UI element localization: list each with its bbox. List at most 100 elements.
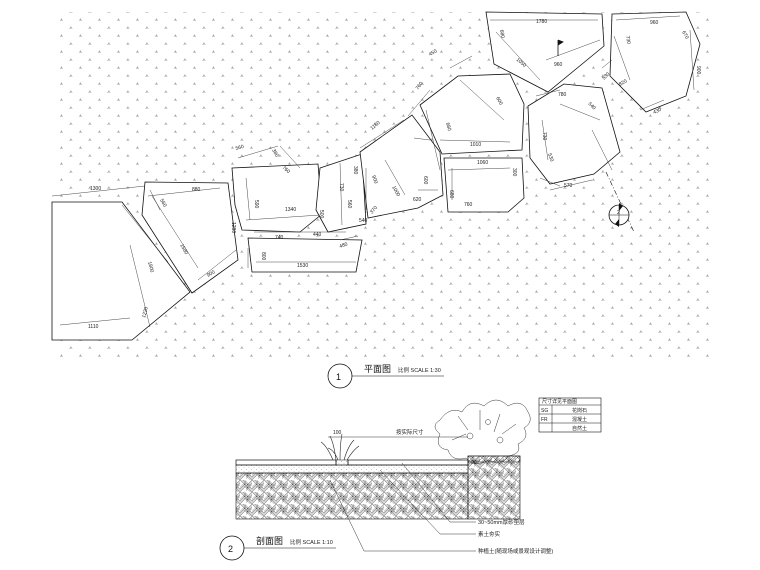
dim-730c: 730	[541, 132, 547, 141]
legend-name-3: 自然土	[572, 425, 587, 432]
dim-590: 590	[253, 200, 259, 209]
stepping-stones	[51, 11, 701, 341]
dimension-lines	[51, 15, 695, 328]
dim-380b: 380	[352, 166, 358, 175]
legend-header: 尺寸详见平面图	[542, 398, 577, 405]
shrub-icon	[434, 399, 531, 464]
dim-1780: 1780	[536, 19, 547, 25]
dim-680b: 680	[448, 190, 454, 199]
stone-4	[247, 237, 363, 273]
dim-1110: 1110	[88, 324, 99, 330]
dim-530b: 530	[546, 153, 555, 163]
section-top-dimension: 100 按实际尺寸	[328, 428, 468, 438]
section-title: 剖面图	[256, 535, 283, 546]
dim-1060: 1060	[477, 160, 488, 166]
dim-600a: 600	[422, 176, 428, 185]
dim-540a: 540	[359, 218, 368, 224]
compacted-soil	[235, 472, 469, 520]
paving-right	[347, 459, 469, 466]
callout-leaders	[329, 462, 476, 552]
flag-icon	[557, 39, 564, 56]
plan-title: 平面图	[364, 364, 391, 374]
dim-740: 740	[275, 235, 284, 241]
sand-layer	[235, 464, 469, 474]
dim-760b: 760	[415, 81, 425, 91]
plan-number: 1	[336, 372, 341, 382]
dim-1160: 1160	[369, 120, 381, 132]
dim-530a: 530	[601, 71, 611, 81]
dim-730a: 730	[338, 183, 344, 192]
legend-name-2: 混凝土	[572, 416, 587, 423]
planting-edge	[467, 455, 521, 463]
dim-670: 670	[680, 30, 689, 40]
stone-8	[443, 157, 525, 213]
callout-sand: 30~50mm厚砂垫层	[478, 518, 525, 526]
dimension-labels: 1300 1110 1220 1800 560 880 1580 900 560…	[88, 19, 701, 330]
dim-560a: 560	[158, 198, 167, 208]
section-number: 2	[228, 544, 233, 554]
dim-450: 450	[428, 48, 438, 57]
callout-compact: 素土夯实	[478, 530, 501, 538]
dim-540b: 540	[587, 101, 597, 111]
dim-800a: 800	[260, 252, 266, 261]
section-note-top: 按实际尺寸	[396, 428, 424, 436]
dim-570: 570	[564, 183, 573, 189]
plan-scale: 比例 SCALE 1:30	[398, 366, 441, 374]
plan-title-block: 1 平面图 比例 SCALE 1:30	[327, 363, 444, 389]
dim-380a: 380	[270, 148, 279, 158]
dim-1000: 1000	[390, 185, 401, 198]
section-dim-30: 30	[471, 460, 477, 466]
dim-760c: 760	[464, 202, 473, 208]
section-marker-number: 2	[617, 210, 620, 216]
legend-code-2: FR	[541, 417, 548, 423]
dim-440: 440	[313, 232, 322, 238]
dim-600b: 600	[494, 96, 503, 106]
stone-2	[141, 181, 239, 294]
dim-1010: 1010	[470, 142, 481, 148]
dim-820: 820	[618, 78, 628, 87]
soil-gap	[335, 459, 349, 466]
section-dim-100: 100	[333, 430, 342, 436]
dim-900b: 900	[370, 175, 379, 185]
dim-1300: 1300	[90, 186, 101, 192]
dim-370: 370	[369, 205, 379, 215]
dim-560b: 560	[235, 144, 245, 152]
callout-planting: 种植土(随现场或景观设计调整)	[478, 547, 553, 555]
dim-620: 620	[413, 197, 422, 203]
dim-560c: 560	[346, 200, 352, 209]
dim-1340: 1340	[285, 207, 296, 213]
plan-view: 1300 1110 1220 1800 560 880 1580 900 560…	[51, 11, 712, 389]
stone-3	[231, 163, 323, 233]
legend-code-1: SG	[541, 408, 548, 414]
stone-6	[359, 114, 444, 219]
dim-1050: 1050	[515, 57, 528, 69]
planting-soil	[467, 455, 521, 520]
dim-680c: 680	[498, 29, 505, 38]
dim-1220: 1220	[141, 306, 150, 319]
stone-11	[609, 11, 701, 113]
dim-880: 880	[192, 187, 201, 193]
grass-tuft-icon	[320, 433, 360, 461]
dim-960a: 960	[554, 62, 563, 68]
legend-name-1: 花岗石	[572, 407, 587, 414]
stone-9	[485, 11, 605, 93]
stone-7	[419, 73, 525, 155]
dim-730b: 730	[624, 35, 631, 44]
dim-960b: 960	[650, 20, 659, 26]
dim-1800: 1800	[146, 261, 155, 274]
dim-780: 780	[558, 92, 567, 98]
dim-500: 500	[318, 210, 324, 219]
paving-left	[235, 459, 337, 466]
dim-1280: 1280	[230, 222, 236, 233]
dim-300: 300	[511, 168, 517, 177]
dim-1530: 1530	[297, 263, 308, 269]
dim-1580: 1580	[178, 243, 189, 256]
stone-10	[527, 83, 621, 185]
dim-760a: 760	[281, 165, 291, 175]
dim-480: 480	[339, 241, 349, 250]
dim-680a: 680	[444, 122, 452, 132]
section-scale: 比例 SCALE 1:10	[290, 538, 333, 546]
dim-900c: 900	[695, 66, 701, 75]
section-marker: 2	[605, 171, 635, 233]
